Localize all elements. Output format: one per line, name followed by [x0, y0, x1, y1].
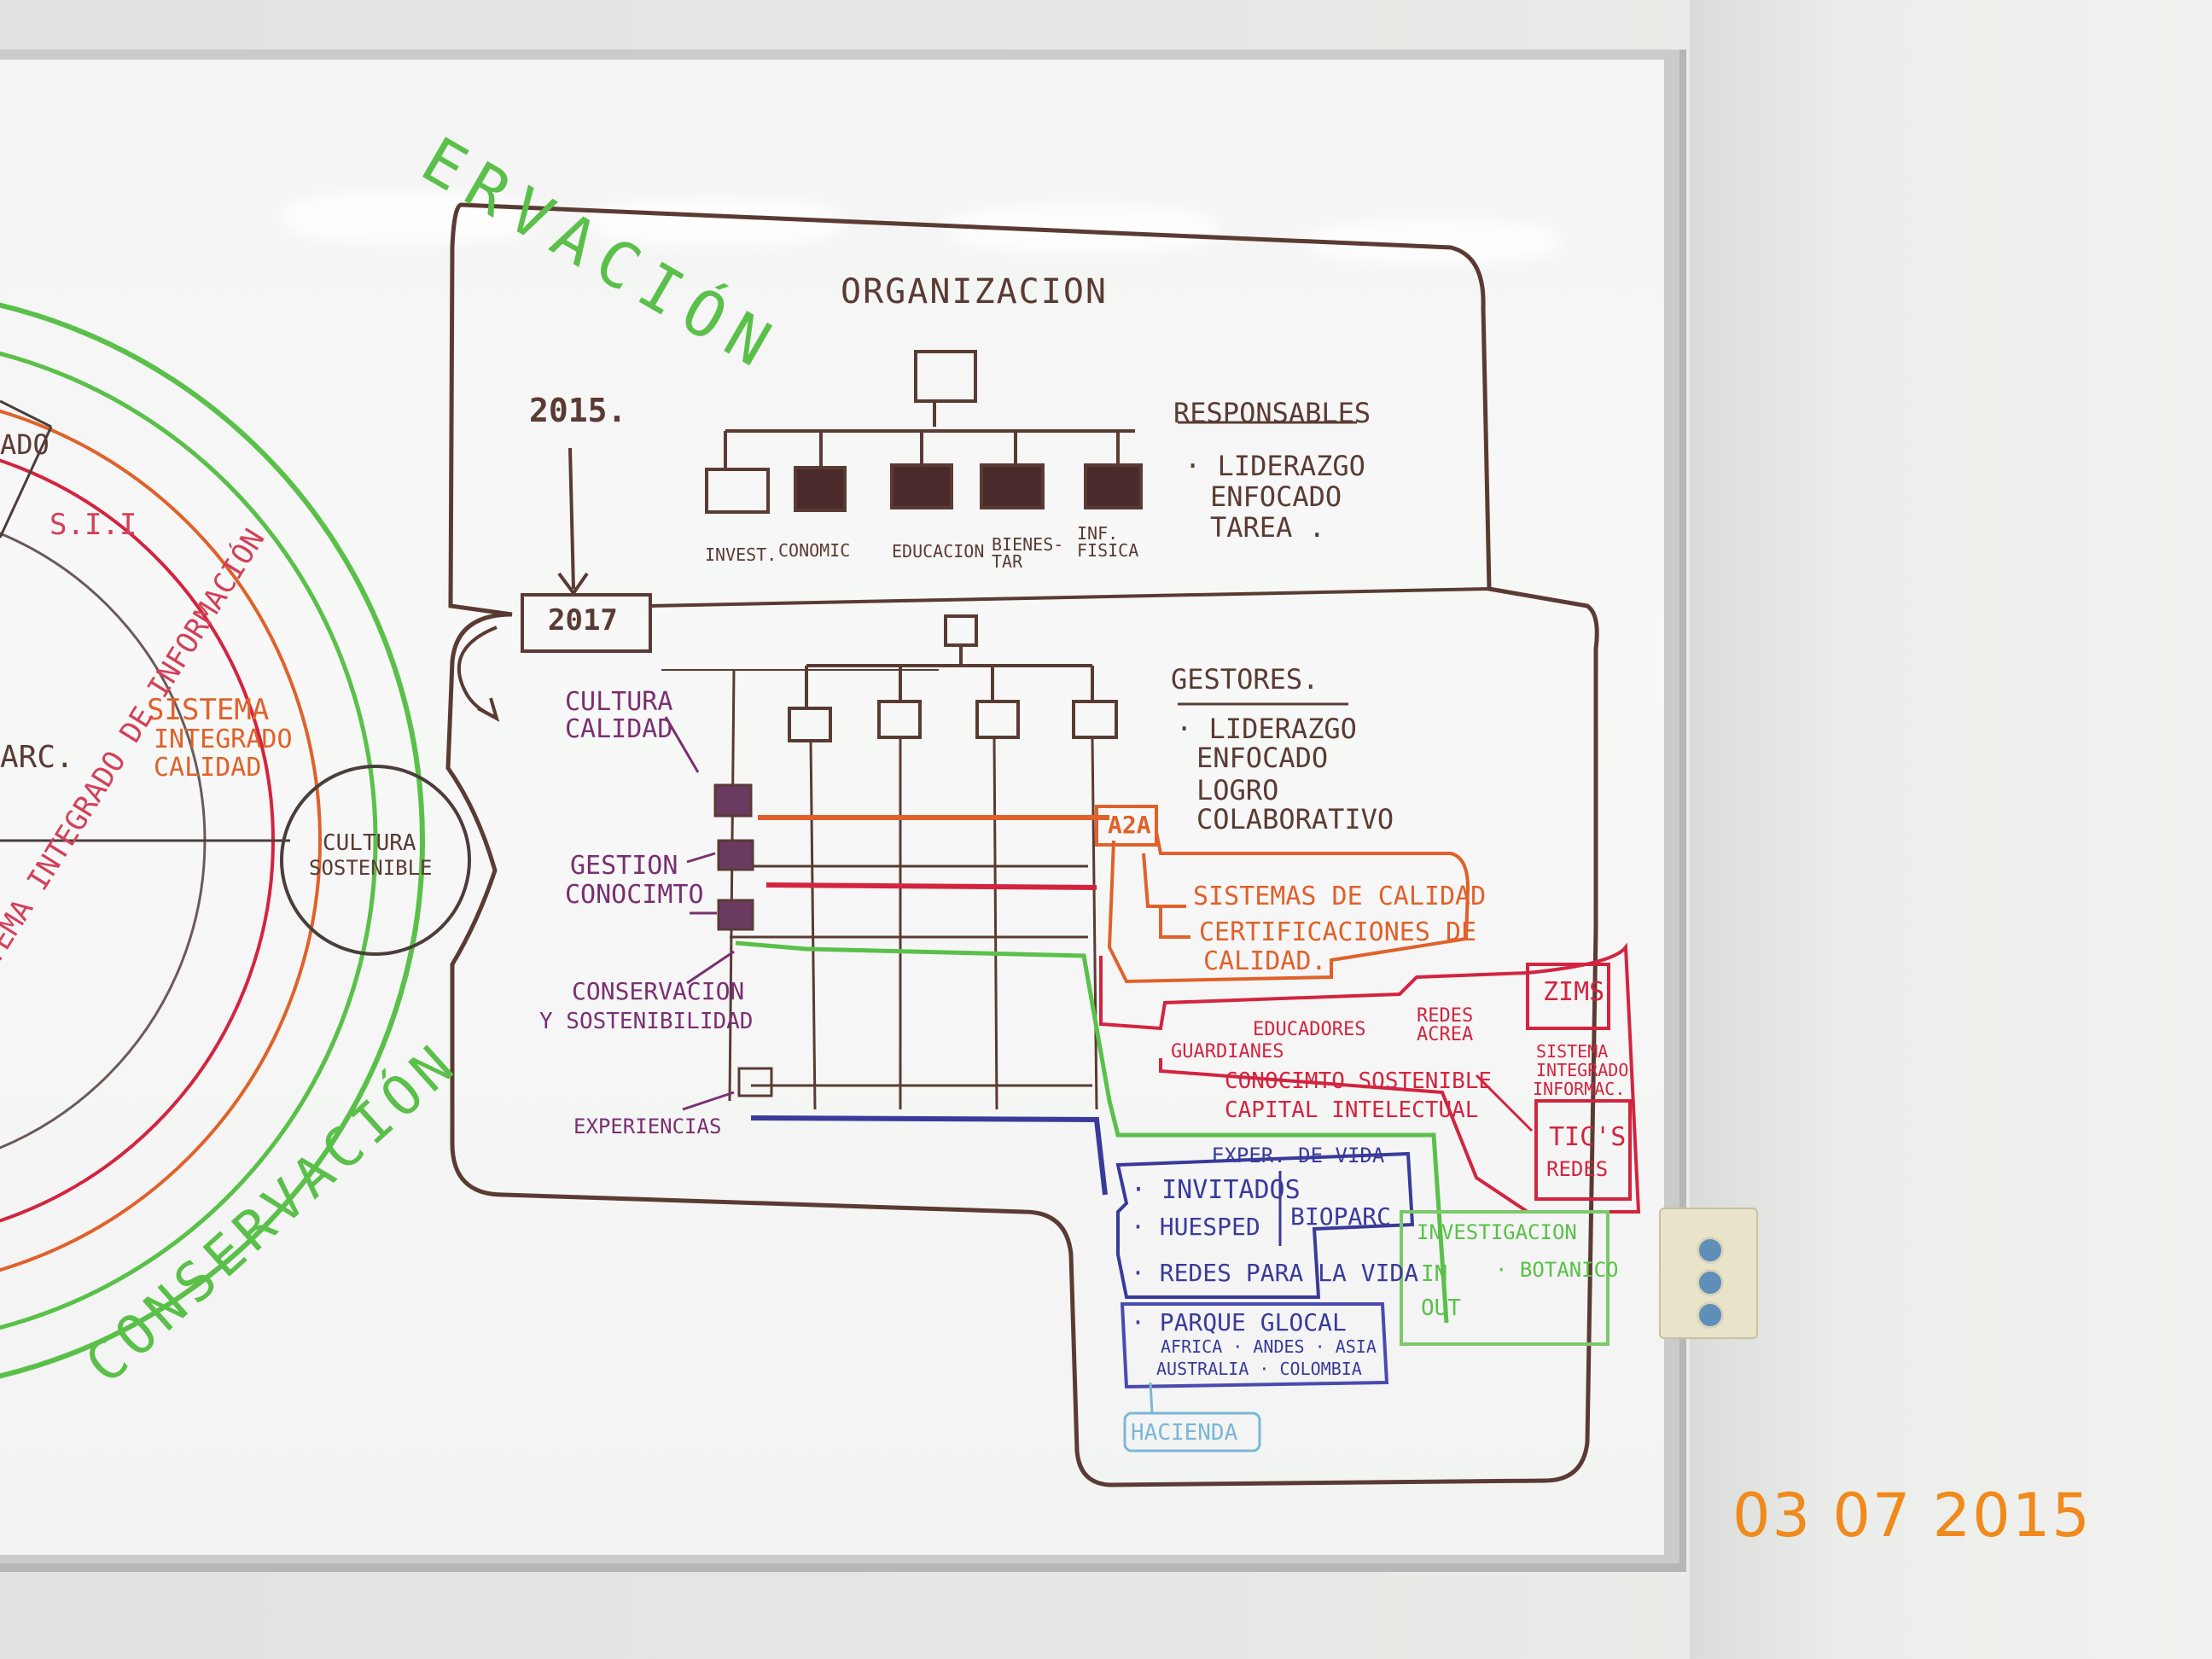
unit-inf-fisica: INF. FISICA [1077, 523, 1139, 561]
parque-glocal-label: · PARQUE GLOCAL [1131, 1308, 1347, 1336]
odo-label: ADO [0, 428, 49, 461]
investigacion-out: OUT [1421, 1295, 1461, 1321]
a2a-item: SISTEMAS DE CALIDAD [1193, 882, 1487, 911]
outlet-button [1697, 1301, 1724, 1329]
investigacion-in: IN [1421, 1261, 1448, 1287]
outlet-button [1697, 1237, 1724, 1264]
role-redes-acrea: REDES ACREA [1417, 1005, 1474, 1045]
cultura-sostenible-line-1: CULTURA [323, 830, 416, 856]
gestion-line-2: CONOCIMTO [565, 880, 704, 910]
sii-label: S.I.I [49, 508, 137, 542]
exper-item-invitados: · INVITADOS [1131, 1175, 1301, 1205]
zims-note-line: SISTEMA [1536, 1041, 1609, 1062]
year-2015-label: 2015. [529, 392, 627, 429]
gestion-line-1: GESTION [570, 851, 678, 881]
outlet-button [1697, 1269, 1724, 1296]
arc-label: ARC. [0, 740, 74, 775]
zims-note-line: INTEGRADO [1536, 1060, 1629, 1080]
tics-label: TIC'S [1549, 1122, 1627, 1152]
cultura-calidad-line-1: CULTURA [565, 687, 673, 717]
exper-vida-header: EXPER. DE VIDA [1212, 1144, 1385, 1167]
zims-note-line: INFORMAC. [1533, 1079, 1626, 1099]
gestores-item: COLABORATIVO [1196, 803, 1394, 835]
org-title: ORGANIZACION [841, 272, 1108, 311]
photo-date-stamp: 03 07 2015 [1732, 1481, 2092, 1551]
cultura-sostenible-line-2: SOSTENIBLE [309, 856, 433, 880]
conservacion-line-2: Y SOSTENIBILIDAD [539, 1009, 754, 1034]
unit-bienestar: BIENES- TAR [992, 534, 1064, 572]
gestores-item: LOGRO [1196, 774, 1279, 806]
investigacion-heading: INVESTIGACION [1417, 1220, 1577, 1244]
role-guardianes: GUARDIANES [1171, 1041, 1284, 1062]
responsables-item: · LIDERAZGO [1185, 450, 1365, 482]
cultura-calidad-line-2: CALIDAD [565, 714, 673, 744]
hacienda-label: HACIENDA [1131, 1420, 1238, 1446]
ceiling-light-reflection [589, 198, 845, 246]
conservacion-line-1: CONSERVACION [572, 977, 745, 1005]
a2a-tag: A2A [1108, 811, 1151, 839]
sic-line-2: INTEGRADO [154, 725, 293, 754]
unit-conomic: CONOMIC [778, 540, 851, 561]
role-educadores: EDUCADORES [1253, 1019, 1366, 1040]
responsables-item: TAREA . [1210, 511, 1325, 544]
exper-item-redes: · REDES PARA LA VIDA [1131, 1259, 1419, 1287]
conocimiento-line-1: CONOCIMTO SOSTENIBLE [1225, 1068, 1493, 1094]
wall-right [1690, 0, 2212, 1659]
redes-label: REDES [1546, 1157, 1609, 1181]
sic-line-3: CALIDAD [154, 753, 262, 783]
exper-item-huesped: · HUESPED [1131, 1213, 1260, 1241]
ceiling-light-reflection [282, 192, 538, 243]
bioparc-label: BIOPARC [1290, 1202, 1392, 1231]
gestores-item: · LIDERAZGO [1176, 713, 1357, 745]
gestores-item: ENFOCADO [1196, 742, 1329, 774]
responsables-item: ENFOCADO [1210, 480, 1342, 513]
gestores-heading: GESTORES. [1171, 663, 1319, 696]
year-2017-label: 2017 [548, 603, 618, 637]
whiteboard [0, 60, 1664, 1555]
wall-outlet [1659, 1208, 1758, 1339]
zims-label: ZIMS [1543, 977, 1605, 1007]
regions-line-2: AUSTRALIA · COLOMBIA [1156, 1359, 1362, 1379]
conocimiento-line-2: CAPITAL INTELECTUAL [1225, 1097, 1479, 1123]
unit-educacion: EDUCACION [892, 541, 985, 562]
sic-line-1: SISTEMA [147, 693, 270, 727]
experiencias-label: EXPERIENCIAS [573, 1115, 722, 1138]
responsables-heading: RESPONSABLES [1173, 397, 1371, 429]
investigacion-botanico: · BOTANICO [1495, 1258, 1619, 1282]
unit-invest: INVEST. [705, 544, 777, 565]
regions-line-1: AFRICA · ANDES · ASIA [1161, 1336, 1377, 1357]
a2a-item: CERTIFICACIONES DE [1199, 917, 1477, 947]
a2a-item: CALIDAD. [1203, 946, 1327, 976]
